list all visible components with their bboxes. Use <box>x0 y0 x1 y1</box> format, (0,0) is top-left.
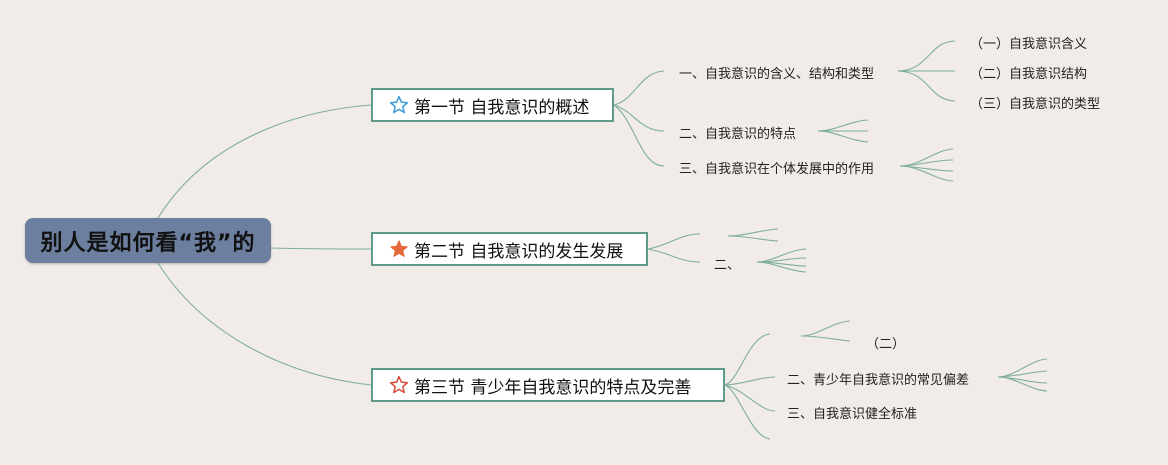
section-3-title: 第三节 青少年自我意识的特点及完善 <box>414 377 692 398</box>
child-label[interactable]: （二）自我意识结构 <box>970 67 1088 82</box>
star-outline-icon <box>389 375 409 394</box>
section-1-title: 第一节 自我意识的概述 <box>414 97 590 118</box>
root-topic-label: 别人是如何看“我”的 <box>40 230 256 256</box>
link-s1-sub3 <box>613 104 665 167</box>
link-s3-sub1 <box>724 333 771 386</box>
link-s1-sub1-c3 <box>897 70 956 102</box>
star-outline-icon <box>389 95 409 114</box>
child-label[interactable]: （一）自我意识含义 <box>970 37 1088 52</box>
section-3-topic[interactable]: 第三节 青少年自我意识的特点及完善 <box>371 368 725 402</box>
link-s3-sub3 <box>724 384 776 412</box>
subtopic-label[interactable]: 一、自我意识的含义、结构和类型 <box>679 67 875 82</box>
child-label[interactable]: （二） <box>866 337 906 352</box>
star-filled-icon <box>390 240 408 257</box>
link-s2-sub2 <box>647 248 701 263</box>
child-label[interactable]: （三）自我意识的类型 <box>970 97 1101 112</box>
link-s1-sub1-c1 <box>897 40 956 72</box>
link-s3-sub2 <box>724 376 776 386</box>
link-s2-sub1 <box>647 233 701 250</box>
link-s1-sub2 <box>613 104 665 132</box>
subtopic-label[interactable]: 三、自我意识健全标准 <box>787 407 918 422</box>
section-1-topic[interactable]: 第一节 自我意识的概述 <box>371 88 614 122</box>
subtopic-label[interactable]: 三、自我意识在个体发展中的作用 <box>679 162 875 177</box>
link-s1-sub1 <box>613 70 665 106</box>
section-2-topic[interactable]: 第二节 自我意识的发生发展 <box>371 232 648 266</box>
link-root-section-3 <box>157 262 372 386</box>
root-topic[interactable]: 别人是如何看“我”的 <box>25 218 271 263</box>
link-root-section-1 <box>157 104 372 219</box>
subtopic-label[interactable]: 二、青少年自我意识的常见偏差 <box>787 373 970 388</box>
section-2-title: 第二节 自我意识的发生发展 <box>414 241 624 262</box>
subtopic-label[interactable]: 二、自我意识的特点 <box>679 127 797 142</box>
link-root-section-2 <box>270 247 372 250</box>
link-s3-sub4 <box>724 384 771 440</box>
subtopic-label[interactable]: 二、 <box>714 258 741 273</box>
